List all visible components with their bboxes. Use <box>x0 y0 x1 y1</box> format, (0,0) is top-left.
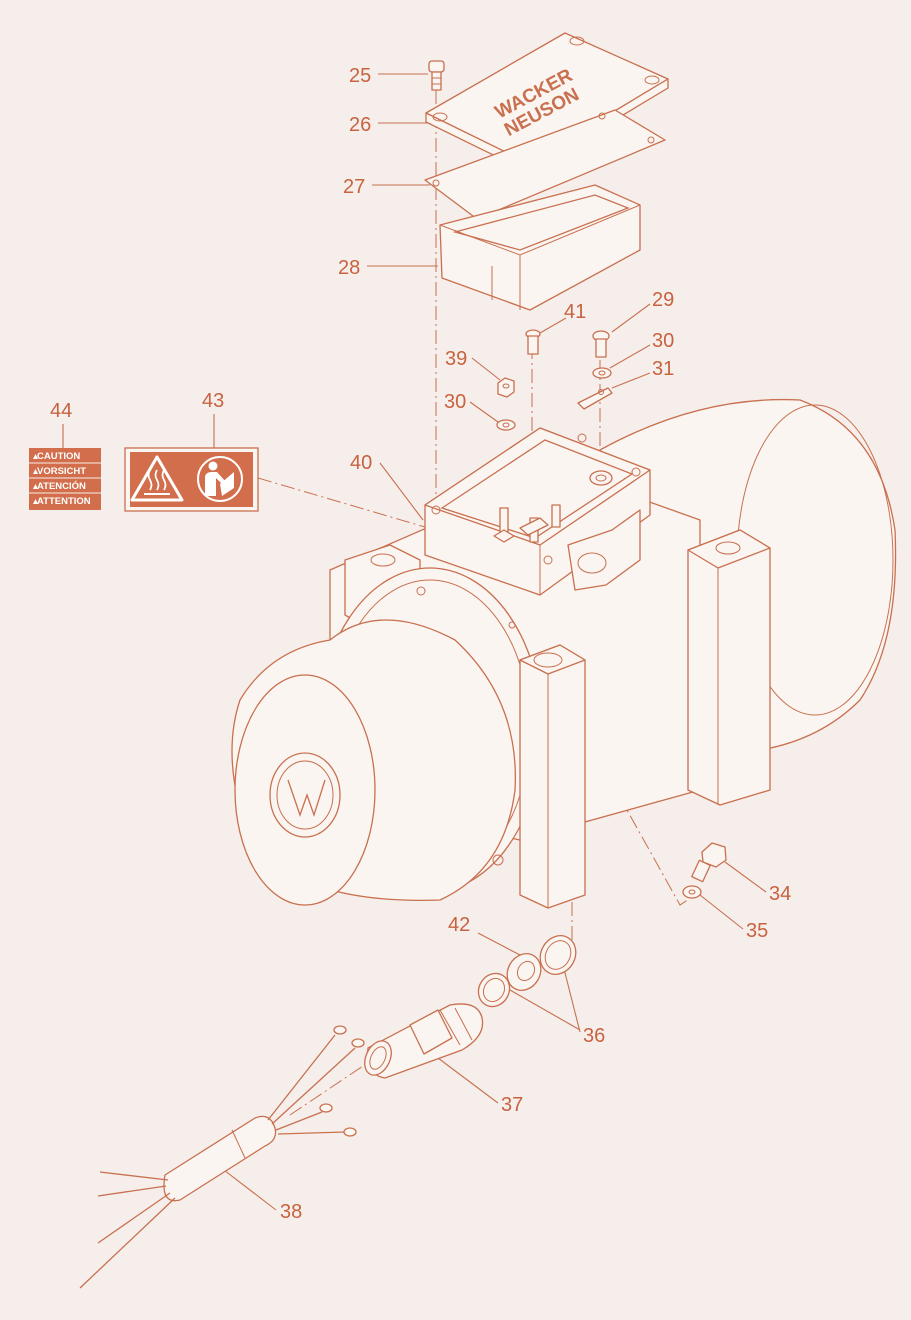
callout-35: 35 <box>746 920 768 942</box>
callout-39: 39 <box>445 348 467 370</box>
seal-ring-36-right <box>539 935 577 975</box>
callout-44: 44 <box>50 400 72 422</box>
read-manual-icon <box>197 456 243 502</box>
screw-29 <box>592 330 610 358</box>
washer-30-left <box>496 419 516 431</box>
callout-42: 42 <box>448 914 470 936</box>
decal-line-vorsicht: VORSICHT <box>37 466 86 477</box>
nut-39 <box>497 377 515 398</box>
callout-36: 36 <box>583 1025 605 1047</box>
callout-28: 28 <box>338 257 360 279</box>
callout-34: 34 <box>769 883 791 905</box>
decal-line-atencion: ATENCIÓN <box>37 480 86 492</box>
callout-41: 41 <box>564 301 586 323</box>
callout-37: 37 <box>501 1094 523 1116</box>
lock-washer-35 <box>682 885 702 899</box>
callout-27: 27 <box>343 176 365 198</box>
cap-screw-25 <box>428 60 445 91</box>
grommet-42 <box>506 953 542 991</box>
warning-triangle-icon <box>33 454 38 504</box>
hot-surface-icon <box>130 455 184 502</box>
lug-31 <box>577 387 613 410</box>
bolt-34 <box>691 842 727 883</box>
callout-29: 29 <box>652 289 674 311</box>
frame-28 <box>439 184 641 311</box>
power-cable-38 <box>79 1025 365 1289</box>
callout-40: 40 <box>350 452 372 474</box>
callout-30-top: 30 <box>652 330 674 352</box>
screw-41 <box>525 329 541 355</box>
warning-decal-43 <box>124 447 259 512</box>
cable-gland-37 <box>364 1003 484 1079</box>
callout-43: 43 <box>202 390 224 412</box>
callout-38: 38 <box>280 1201 302 1223</box>
caution-decal-44: CAUTION VORSICHT ATENCIÓN ATTENTION <box>29 448 101 510</box>
terminal-box-40 <box>424 427 651 596</box>
decal-line-attention: ATTENTION <box>37 496 91 507</box>
leader-lines <box>62 73 767 1211</box>
callout-26: 26 <box>349 114 371 136</box>
callout-25: 25 <box>349 65 371 87</box>
washer-30-right <box>592 367 612 379</box>
callout-31: 31 <box>652 358 674 380</box>
decal-line-caution: CAUTION <box>37 451 80 462</box>
seal-ring-36-left <box>477 972 511 1008</box>
callout-30-left: 30 <box>444 391 466 413</box>
